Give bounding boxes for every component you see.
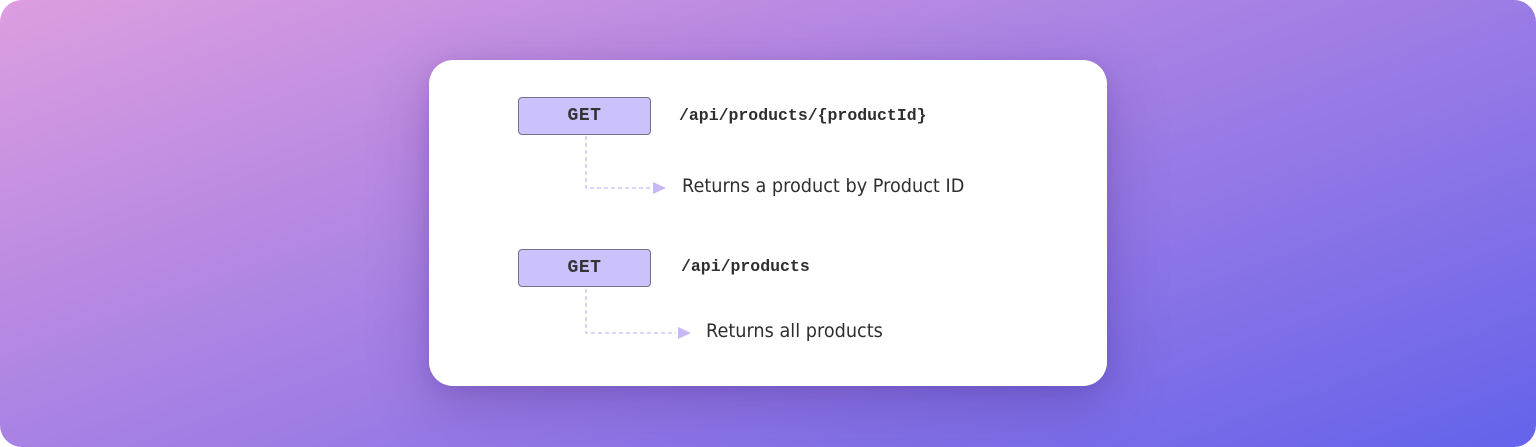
endpoint-2-connector <box>585 289 691 339</box>
endpoint-1-connector <box>585 136 666 194</box>
api-endpoints-card: GET /api/products/{productId} Returns a … <box>429 60 1107 386</box>
endpoint-2-path: /api/products <box>681 257 810 276</box>
endpoint-2-description: Returns all products <box>706 320 883 342</box>
arrowhead-icon <box>653 182 666 194</box>
endpoint-1-description: Returns a product by Product ID <box>682 175 965 197</box>
endpoint-2-method-badge: GET <box>518 249 651 287</box>
arrowhead-icon <box>678 327 691 339</box>
endpoint-1-path: /api/products/{productId} <box>679 106 927 125</box>
endpoint-1-method-badge: GET <box>518 97 651 135</box>
